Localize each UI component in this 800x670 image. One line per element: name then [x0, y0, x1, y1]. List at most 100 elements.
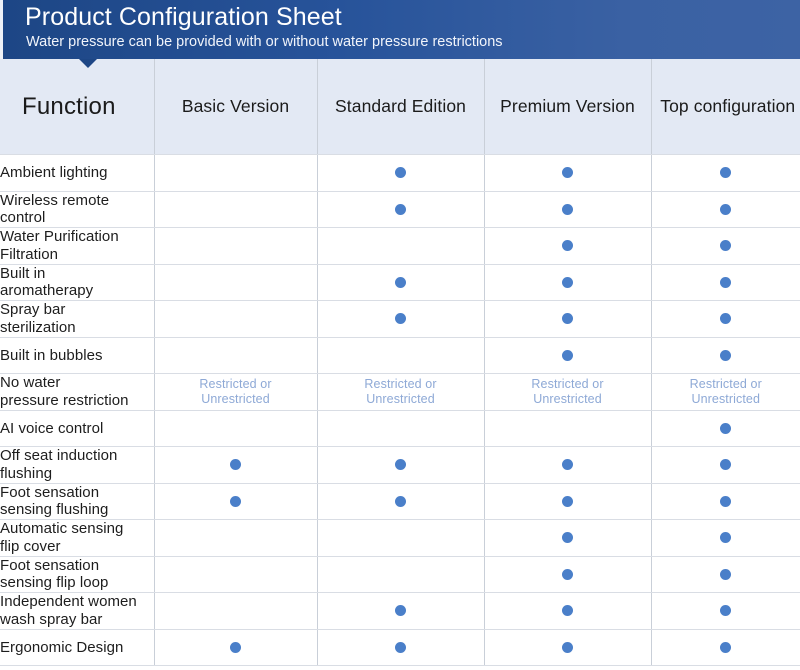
available-dot-icon	[395, 203, 406, 215]
availability-cell-top	[651, 264, 800, 301]
available-dot-icon	[230, 459, 241, 471]
availability-cell-premium	[484, 227, 652, 265]
not-available-blank	[485, 423, 651, 434]
not-available-blank	[318, 532, 484, 543]
available-dot-icon	[562, 349, 573, 361]
availability-cell-standard	[317, 337, 485, 374]
available-dot-icon	[395, 641, 406, 653]
availability-cell-basic	[154, 300, 318, 338]
table-row: Foot sensation sensing flip loop	[0, 556, 800, 593]
availability-cell-standard	[317, 154, 485, 192]
availability-cell-top	[651, 629, 800, 666]
configuration-table-wrapper: Function Basic Version Standard Edition …	[0, 59, 800, 670]
table-row: Built in bubbles	[0, 337, 800, 374]
page-subtitle: Water pressure can be provided with or w…	[26, 34, 503, 50]
availability-cell-standard	[317, 592, 485, 630]
table-row: Spray bar sterilization	[0, 300, 800, 338]
available-dot-icon	[720, 313, 732, 325]
availability-cell-basic	[154, 483, 318, 520]
restricted-or-unrestricted-label: Restricted or Unrestricted	[199, 376, 272, 406]
available-dot-icon	[395, 495, 406, 507]
column-header-premium: Premium Version	[484, 59, 652, 155]
table-row: Foot sensation sensing flushing	[0, 483, 800, 520]
availability-cell-premium	[484, 337, 652, 374]
function-name-cell: Foot sensation sensing flip loop	[0, 556, 155, 593]
availability-cell-basic	[154, 629, 318, 666]
not-available-blank	[155, 313, 317, 324]
table-row: AI voice control	[0, 410, 800, 447]
not-available-blank	[318, 569, 484, 580]
available-dot-icon	[230, 495, 241, 507]
column-header-standard: Standard Edition	[317, 59, 485, 155]
table-row: Ambient lighting	[0, 154, 800, 192]
not-available-blank	[155, 569, 317, 580]
function-name-cell: Built in bubbles	[0, 337, 155, 374]
function-name-cell: Ergonomic Design	[0, 629, 155, 666]
available-dot-icon	[562, 240, 573, 252]
available-dot-icon	[562, 605, 573, 617]
available-dot-icon	[720, 459, 732, 471]
banner-pointer-triangle	[79, 59, 97, 68]
page-title: Product Configuration Sheet	[25, 3, 342, 31]
function-name-cell: Foot sensation sensing flushing	[0, 483, 155, 520]
table-row: Ergonomic Design	[0, 629, 800, 666]
availability-cell-standard	[317, 446, 485, 484]
availability-cell-basic: Restricted or Unrestricted	[154, 373, 318, 411]
availability-cell-premium	[484, 483, 652, 520]
availability-cell-premium: Restricted or Unrestricted	[484, 373, 652, 411]
availability-cell-top	[651, 337, 800, 374]
available-dot-icon	[395, 167, 406, 179]
availability-cell-premium	[484, 519, 652, 557]
table-row: Off seat induction flushing	[0, 446, 800, 484]
availability-cell-premium	[484, 410, 652, 447]
availability-cell-standard	[317, 483, 485, 520]
column-header-basic: Basic Version	[154, 59, 318, 155]
configuration-table: Function Basic Version Standard Edition …	[0, 59, 800, 666]
availability-cell-basic	[154, 556, 318, 593]
function-name-cell: Water Purification Filtration	[0, 227, 155, 265]
available-dot-icon	[562, 495, 573, 507]
availability-cell-premium	[484, 264, 652, 301]
availability-cell-top	[651, 410, 800, 447]
availability-cell-top	[651, 227, 800, 265]
availability-cell-premium	[484, 556, 652, 593]
available-dot-icon	[230, 641, 241, 653]
function-name-cell: Ambient lighting	[0, 154, 155, 192]
available-dot-icon	[562, 532, 573, 544]
table-header-row: Function Basic Version Standard Edition …	[0, 59, 800, 155]
not-available-blank	[155, 240, 317, 251]
availability-cell-top: Restricted or Unrestricted	[651, 373, 800, 411]
availability-cell-standard	[317, 410, 485, 447]
available-dot-icon	[395, 313, 406, 325]
availability-cell-top	[651, 519, 800, 557]
availability-cell-basic	[154, 227, 318, 265]
available-dot-icon	[720, 276, 732, 288]
available-dot-icon	[720, 641, 732, 653]
available-dot-icon	[562, 167, 573, 179]
not-available-blank	[318, 423, 484, 434]
available-dot-icon	[395, 605, 406, 617]
available-dot-icon	[720, 240, 732, 252]
column-header-function: Function	[0, 59, 155, 155]
not-available-blank	[155, 204, 317, 215]
table-row: Water Purification Filtration	[0, 227, 800, 265]
available-dot-icon	[720, 349, 732, 361]
available-dot-icon	[720, 532, 732, 544]
available-dot-icon	[720, 167, 732, 179]
availability-cell-premium	[484, 629, 652, 666]
availability-cell-standard: Restricted or Unrestricted	[317, 373, 485, 411]
availability-cell-basic	[154, 592, 318, 630]
availability-cell-basic	[154, 410, 318, 447]
availability-cell-top	[651, 592, 800, 630]
available-dot-icon	[720, 495, 732, 507]
availability-cell-premium	[484, 154, 652, 192]
availability-cell-standard	[317, 629, 485, 666]
availability-cell-standard	[317, 191, 485, 228]
available-dot-icon	[720, 203, 732, 215]
available-dot-icon	[562, 641, 573, 653]
restricted-or-unrestricted-label: Restricted or Unrestricted	[364, 376, 437, 406]
available-dot-icon	[720, 422, 732, 434]
availability-cell-basic	[154, 337, 318, 374]
restricted-or-unrestricted-label: Restricted or Unrestricted	[531, 376, 604, 406]
